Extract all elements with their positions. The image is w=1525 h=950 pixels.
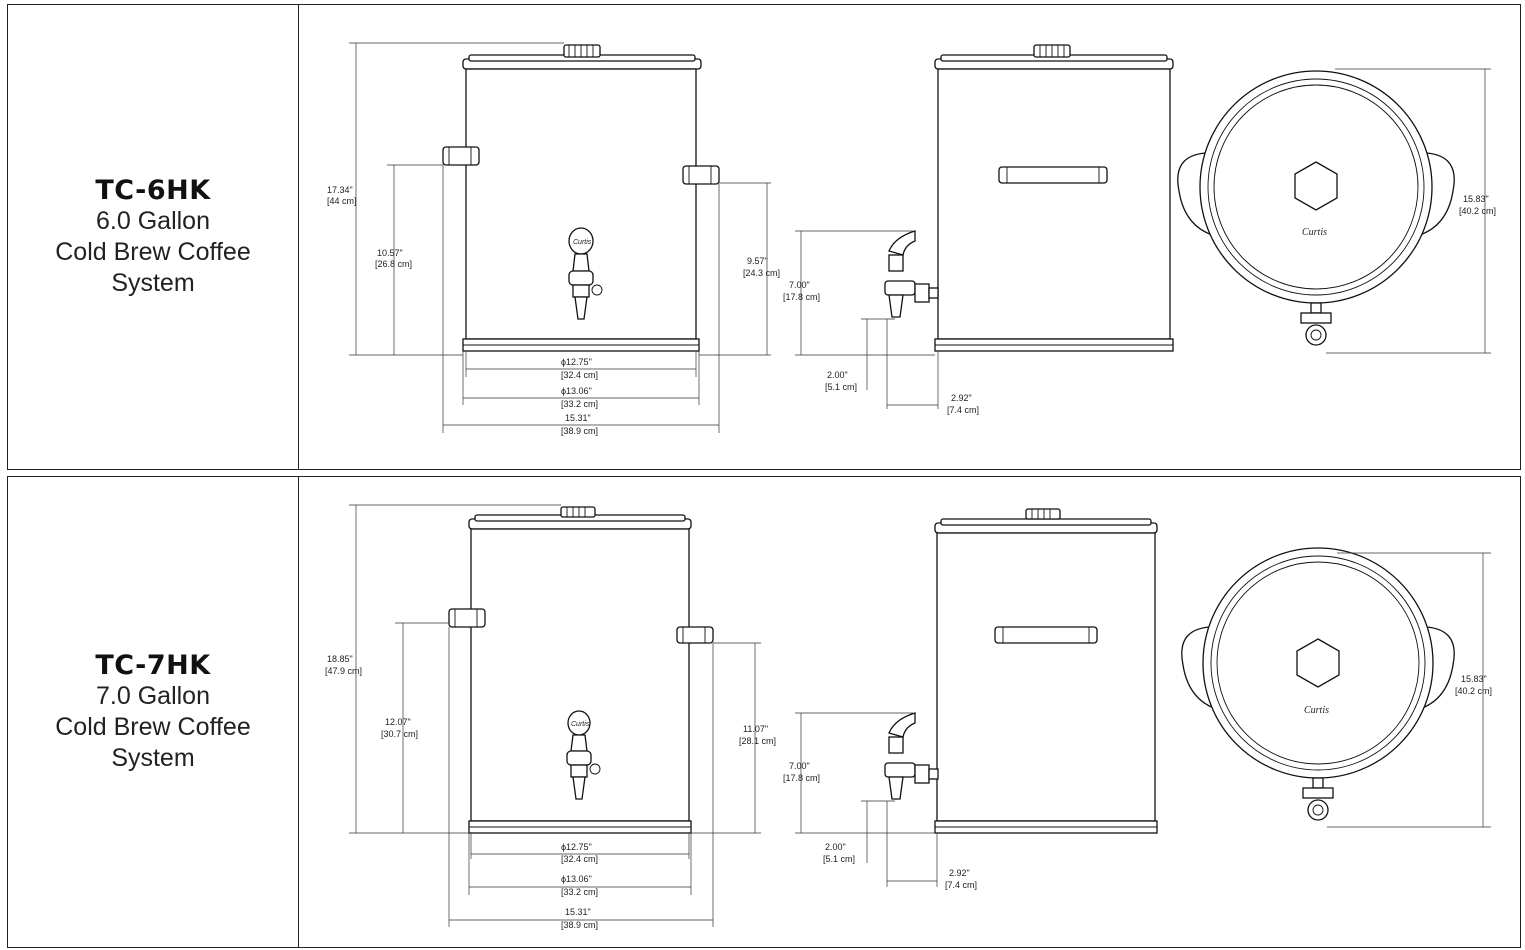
dim-diameter-1-in: ϕ12.75" bbox=[561, 357, 592, 367]
panel-divider bbox=[298, 477, 299, 947]
dim-diameter-1-cm: [32.4 cm] bbox=[561, 370, 598, 380]
dim-diameter-2-cm: [33.2 cm] bbox=[561, 399, 598, 409]
dim-right-handle-cm: [24.3 cm] bbox=[743, 268, 780, 278]
dim-height-in: 17.34" bbox=[327, 185, 353, 195]
description-line-1: Cold Brew Coffee bbox=[55, 238, 251, 266]
product-label-cell: TC-7HK 7.0 Gallon Cold Brew Coffee Syste… bbox=[8, 477, 298, 947]
brand-logo: Curtis bbox=[1304, 705, 1329, 716]
side-view: 7.00" [17.8 cm] 2.00" [5.1 cm] 2.92" [7.… bbox=[783, 44, 1174, 415]
right-handle bbox=[682, 165, 720, 185]
dim-faucet-height-cm: [17.8 cm] bbox=[783, 773, 820, 783]
side-view: 7.00" [17.8 cm] 2.00" [5.1 cm] 2.92" [7.… bbox=[783, 508, 1158, 890]
left-handle bbox=[442, 146, 480, 166]
dim-top-diameter-in: 15.83" bbox=[1463, 194, 1489, 204]
faucet-top bbox=[1305, 324, 1327, 346]
dim-faucet-depth-cm: [7.4 cm] bbox=[945, 880, 977, 890]
product-panel-tc-7hk: TC-7HK 7.0 Gallon Cold Brew Coffee Syste… bbox=[7, 476, 1521, 948]
dim-width-cm: [38.9 cm] bbox=[561, 426, 598, 436]
side-handle bbox=[998, 166, 1108, 184]
panel-divider bbox=[298, 5, 299, 469]
lid-knob bbox=[563, 44, 601, 58]
dim-faucet-base-cm: [5.1 cm] bbox=[825, 382, 857, 392]
dim-diameter-1-in: ϕ12.75" bbox=[561, 842, 592, 852]
dim-diameter-2-cm: [33.2 cm] bbox=[561, 887, 598, 897]
dim-faucet-base-cm: [5.1 cm] bbox=[823, 854, 855, 864]
technical-drawing: Curtis 17.34" [44 cm] 10.57" [26.8 cm] 9… bbox=[327, 42, 1496, 436]
tap-logo: Curtis bbox=[573, 239, 592, 246]
dim-height-cm: [44 cm] bbox=[327, 196, 357, 206]
front-view: Curtis 18.85" [47.9 cm] 12.07" [30.7 cm]… bbox=[325, 504, 776, 930]
dim-left-handle-in: 10.57" bbox=[377, 248, 403, 258]
model-number: TC-6HK bbox=[95, 175, 211, 206]
dim-top-diameter-in: 15.83" bbox=[1461, 674, 1487, 684]
dim-right-handle-in: 9.57" bbox=[747, 256, 768, 266]
product-panel-tc-6hk: TC-6HK 6.0 Gallon Cold Brew Coffee Syste… bbox=[7, 4, 1521, 470]
front-view: Curtis 17.34" [44 cm] 10.57" [26.8 cm] 9… bbox=[327, 42, 780, 436]
dim-top-diameter-cm: [40.2 cm] bbox=[1455, 686, 1492, 696]
dim-left-handle-cm: [26.8 cm] bbox=[375, 259, 412, 269]
dim-right-handle-in: 11.07" bbox=[743, 724, 768, 734]
dim-faucet-height-in: 7.00" bbox=[789, 761, 810, 771]
dim-width-in: 15.31" bbox=[565, 907, 591, 917]
technical-drawing: Curtis 18.85" [47.9 cm] 12.07" [30.7 cm]… bbox=[325, 504, 1492, 930]
dim-right-handle-cm: [28.1 cm] bbox=[739, 736, 776, 746]
dim-height-in: 18.85" bbox=[327, 654, 353, 664]
dim-diameter-1-cm: [32.4 cm] bbox=[561, 854, 598, 864]
dim-faucet-height-in: 7.00" bbox=[789, 280, 810, 290]
dim-faucet-base-in: 2.00" bbox=[827, 370, 848, 380]
description-line-2: System bbox=[111, 269, 195, 297]
product-label-cell: TC-6HK 6.0 Gallon Cold Brew Coffee Syste… bbox=[8, 5, 298, 469]
dim-top-diameter-cm: [40.2 cm] bbox=[1459, 206, 1496, 216]
capacity-text: 6.0 Gallon bbox=[96, 207, 210, 235]
tap-logo: Curtis bbox=[571, 721, 590, 728]
dim-diameter-2-in: ϕ13.06" bbox=[561, 386, 592, 396]
dim-width-in: 15.31" bbox=[565, 413, 591, 423]
dim-faucet-depth-cm: [7.4 cm] bbox=[947, 405, 979, 415]
dim-faucet-depth-in: 2.92" bbox=[951, 393, 972, 403]
description-line-1: Cold Brew Coffee bbox=[55, 713, 251, 741]
tank-body-side bbox=[937, 68, 1171, 340]
dim-faucet-depth-in: 2.92" bbox=[949, 868, 970, 878]
model-number: TC-7HK bbox=[95, 650, 211, 681]
top-view: Curtis 15.83" [40.2 cm] bbox=[1177, 68, 1496, 354]
lid-knob-top bbox=[1294, 161, 1338, 211]
dim-diameter-2-in: ϕ13.06" bbox=[561, 874, 592, 884]
dim-faucet-base-in: 2.00" bbox=[825, 842, 846, 852]
dim-left-handle-in: 12.07" bbox=[385, 717, 411, 727]
dim-left-handle-cm: [30.7 cm] bbox=[381, 729, 418, 739]
dim-width-cm: [38.9 cm] bbox=[561, 920, 598, 930]
capacity-text: 7.0 Gallon bbox=[96, 682, 210, 710]
brand-logo: Curtis bbox=[1302, 227, 1327, 238]
description-line-2: System bbox=[111, 744, 195, 772]
dim-faucet-height-cm: [17.8 cm] bbox=[783, 292, 820, 302]
dim-height-cm: [47.9 cm] bbox=[325, 666, 362, 676]
top-view: Curtis 15.83" [40.2 cm] bbox=[1181, 547, 1492, 828]
